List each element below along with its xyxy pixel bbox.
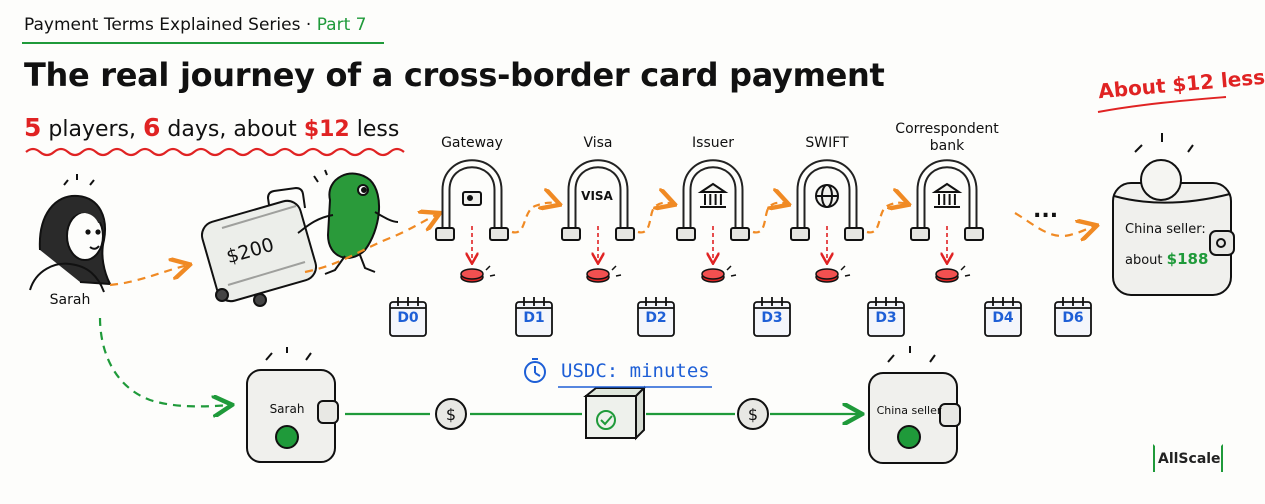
fee-coin-icon <box>815 265 851 283</box>
day-label: D1 <box>523 310 545 326</box>
stopwatch-icon <box>524 358 546 383</box>
player-to-player-arrow <box>637 203 673 234</box>
player-label-swift: SWIFT <box>805 135 849 151</box>
player-label-correspondent-line2: bank <box>929 138 965 154</box>
receiver-label: China seller: <box>1125 222 1206 237</box>
china-seller-wallet-icon <box>1112 133 1235 296</box>
series-part: Part 7 <box>316 15 367 35</box>
player-to-player-arrow <box>866 203 907 234</box>
subtitle-wavy-underline <box>25 147 405 157</box>
calendar-icon <box>637 297 675 337</box>
path-sarah-to-luggage <box>109 265 188 287</box>
blockchain-block-icon <box>583 385 647 441</box>
player-label-correspondent-line1: Correspondent <box>895 121 999 137</box>
fee-coin-icon <box>935 265 971 283</box>
receiver-amount-value: $188 <box>1166 250 1209 268</box>
gate-globe-icon <box>790 159 864 241</box>
brand-bracket <box>1153 444 1223 472</box>
ellipsis: ... <box>1033 198 1059 223</box>
sarah-figure-icon <box>29 174 112 293</box>
player-label-gateway: Gateway <box>441 135 503 151</box>
player-label-issuer: Issuer <box>692 135 734 151</box>
calendar-icon <box>984 297 1022 337</box>
calendar-icon <box>515 297 553 337</box>
gate-box-icon <box>435 159 509 241</box>
path-to-seller <box>1014 212 1095 236</box>
calendar-icon <box>1054 297 1092 337</box>
path-sarah-to-wallet <box>98 317 230 406</box>
sarah-wallet-label: Sarah <box>269 402 305 416</box>
gate-visa-icon <box>561 159 635 241</box>
calendar-icon <box>867 297 905 337</box>
luggage-icon <box>200 186 318 307</box>
receiver-amount-prefix: about <box>1125 253 1167 268</box>
fee-coin-icon <box>586 265 622 283</box>
calendar-icon <box>389 297 427 337</box>
players-count: 5 <box>24 113 42 142</box>
series-separator: · <box>300 15 317 35</box>
sarah-wallet-icon <box>246 347 339 463</box>
series-underline <box>22 42 384 44</box>
svg-text:$: $ <box>446 405 456 424</box>
subtitle-text-2: days, about <box>160 117 304 142</box>
svg-text:$: $ <box>748 405 758 424</box>
player-gates <box>389 159 1092 337</box>
day-label: D2 <box>645 310 667 326</box>
gate-bank-icon <box>676 159 750 241</box>
subtitle: 5 players, 6 days, about $12 less <box>24 113 399 142</box>
china-seller-small-wallet-icon <box>868 346 961 464</box>
day-label: D6 <box>1062 310 1084 326</box>
days-count: 6 <box>143 113 161 142</box>
series-name: Payment Terms Explained Series <box>24 15 301 35</box>
fee-coin-icon <box>701 265 737 283</box>
player-to-player-arrow <box>511 203 558 234</box>
loss-amount: $12 <box>303 117 350 142</box>
day-label: D0 <box>397 310 419 326</box>
player-to-player-arrow <box>752 203 787 234</box>
subtitle-text-3: less <box>349 117 400 142</box>
day-label: D3 <box>761 310 783 326</box>
series-tag: Payment Terms Explained Series · Part 7 <box>24 15 366 35</box>
day-label: D4 <box>992 310 1014 326</box>
walking-money-bean-icon <box>297 169 399 275</box>
usdc-coin-icon: $ <box>737 398 769 430</box>
sender-label: Sarah <box>49 292 91 308</box>
fee-coin-icon <box>460 265 496 283</box>
usdc-coin-icon: $ <box>435 398 467 430</box>
calendar-icon <box>753 297 791 337</box>
callout-underline <box>1097 96 1227 113</box>
receiver-amount: about $188 <box>1125 250 1208 268</box>
player-label-visa: Visa <box>583 135 613 151</box>
usdc-label: USDC: minutes <box>561 360 710 382</box>
player-label-correspondent: Correspondent bank <box>895 121 998 155</box>
page-title: The real journey of a cross-border card … <box>24 56 885 94</box>
visa-mark: VISA <box>581 189 613 203</box>
subtitle-text-1: players, <box>41 117 144 142</box>
seller-wallet-label: China seller <box>876 404 942 417</box>
brand-logo: AllScale <box>1158 451 1221 467</box>
path-to-gateway <box>304 214 438 274</box>
day-label: D3 <box>875 310 897 326</box>
gate-bank-icon <box>910 159 984 241</box>
